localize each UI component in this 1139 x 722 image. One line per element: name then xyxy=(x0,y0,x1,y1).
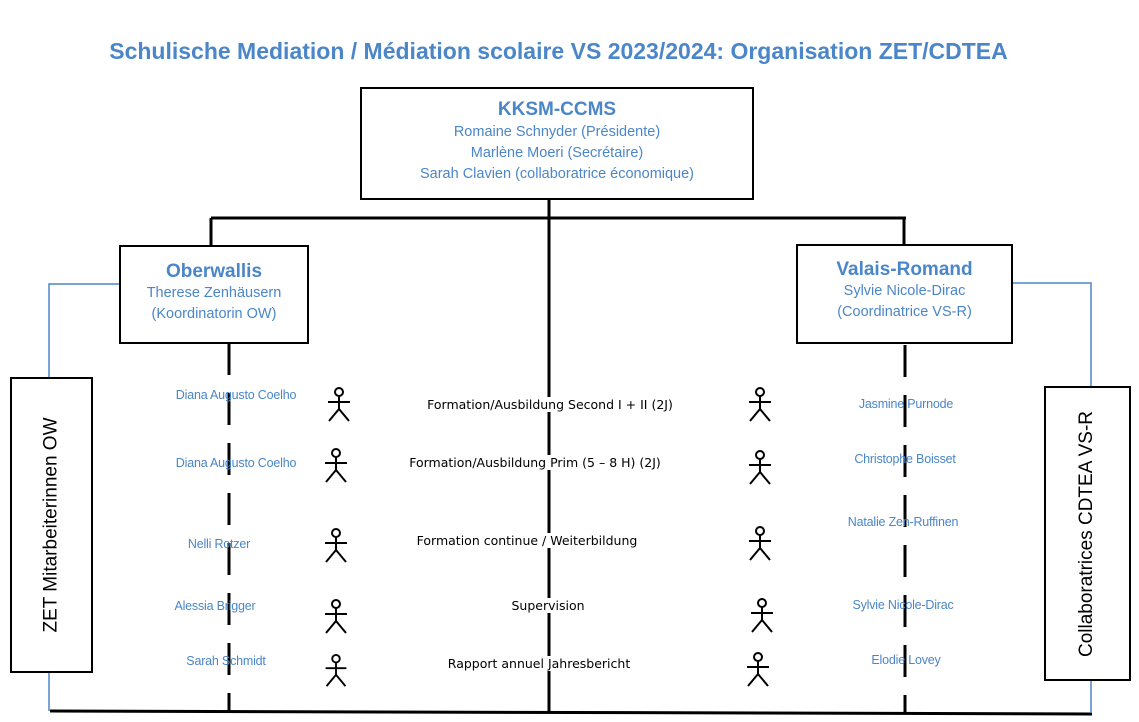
stick-figure-icon xyxy=(325,654,347,687)
activity-2: Formation/Ausbildung Prim (5 – 8 H) (2J) xyxy=(407,455,663,470)
right-person-3: Natalie Zen-Ruffinen xyxy=(847,515,959,529)
activity-5: Rapport annuel Jahresbericht xyxy=(445,656,633,671)
right-person-1: Jasmine Purnode xyxy=(858,397,954,411)
left-person-2: Diana Augusto Coelho xyxy=(175,456,297,470)
cdtea-staff-box: Collaboratrices CDTEA VS-R xyxy=(1044,386,1131,681)
kksm-member-3: Sarah Clavien (collaboratrice économique… xyxy=(419,166,695,182)
valais-romand-coordinator-role: (Coordinatrice VS-R) xyxy=(837,304,972,320)
valais-romand-title: Valais-Romand xyxy=(836,259,973,280)
kksm-ccms-title: KKSM-CCMS xyxy=(497,99,617,120)
right-person-4: Sylvie Nicole-Dirac xyxy=(852,598,954,612)
valais-romand-coordinator-name: Sylvie Nicole-Dirac xyxy=(843,283,966,299)
stick-figure-icon xyxy=(749,387,771,422)
oberwallis-title: Oberwallis xyxy=(165,261,263,282)
left-person-5: Sarah Schmidt xyxy=(186,654,266,668)
stick-figure-icon xyxy=(325,599,347,634)
oberwallis-coordinator-name: Therese Zenhäusern xyxy=(146,285,282,301)
activity-4: Supervision xyxy=(509,598,587,613)
oberwallis-box: Oberwallis Therese Zenhäusern (Koordinat… xyxy=(119,245,309,344)
activity-3: Formation continue / Weiterbildung xyxy=(414,533,640,548)
left-person-1: Diana Augusto Coelho xyxy=(175,388,297,402)
bottom-line xyxy=(49,709,1093,716)
left-blue-connector-top xyxy=(48,283,121,378)
stick-figure-icon xyxy=(749,450,771,485)
right-person-2: Christophe Boisset xyxy=(854,452,956,466)
zet-staff-label: ZET Mitarbeiterinnen OW xyxy=(40,417,62,633)
stick-figure-icon xyxy=(328,387,350,422)
cdtea-staff-label: Collaboratrices CDTEA VS-R xyxy=(1076,410,1098,657)
left-person-3: Nelli Rotzer xyxy=(187,537,251,551)
kksm-member-2: Marlène Moeri (Secrétaire) xyxy=(470,145,644,161)
left-person-4: Alessia Brigger xyxy=(174,599,256,613)
stick-figure-icon xyxy=(325,528,347,563)
stick-figure-icon xyxy=(751,598,773,633)
page-title: Schulische Mediation / Médiation scolair… xyxy=(109,38,1008,64)
right-blue-connector-top xyxy=(1012,282,1092,387)
kksm-member-1: Romaine Schnyder (Présidente) xyxy=(453,124,661,140)
right-person-5: Elodie Lovey xyxy=(871,653,941,667)
stick-figure-icon xyxy=(749,526,771,561)
valais-romand-box: Valais-Romand Sylvie Nicole-Dirac (Coord… xyxy=(796,244,1013,344)
zet-staff-box: ZET Mitarbeiterinnen OW xyxy=(10,377,93,673)
kksm-ccms-box: KKSM-CCMS Romaine Schnyder (Présidente) … xyxy=(360,87,754,200)
stick-figure-icon xyxy=(747,652,769,687)
oberwallis-coordinator-role: (Koordinatorin OW) xyxy=(151,306,277,322)
stick-figure-icon xyxy=(325,448,347,483)
activity-1: Formation/Ausbildung Second I + II (2J) xyxy=(425,397,675,412)
